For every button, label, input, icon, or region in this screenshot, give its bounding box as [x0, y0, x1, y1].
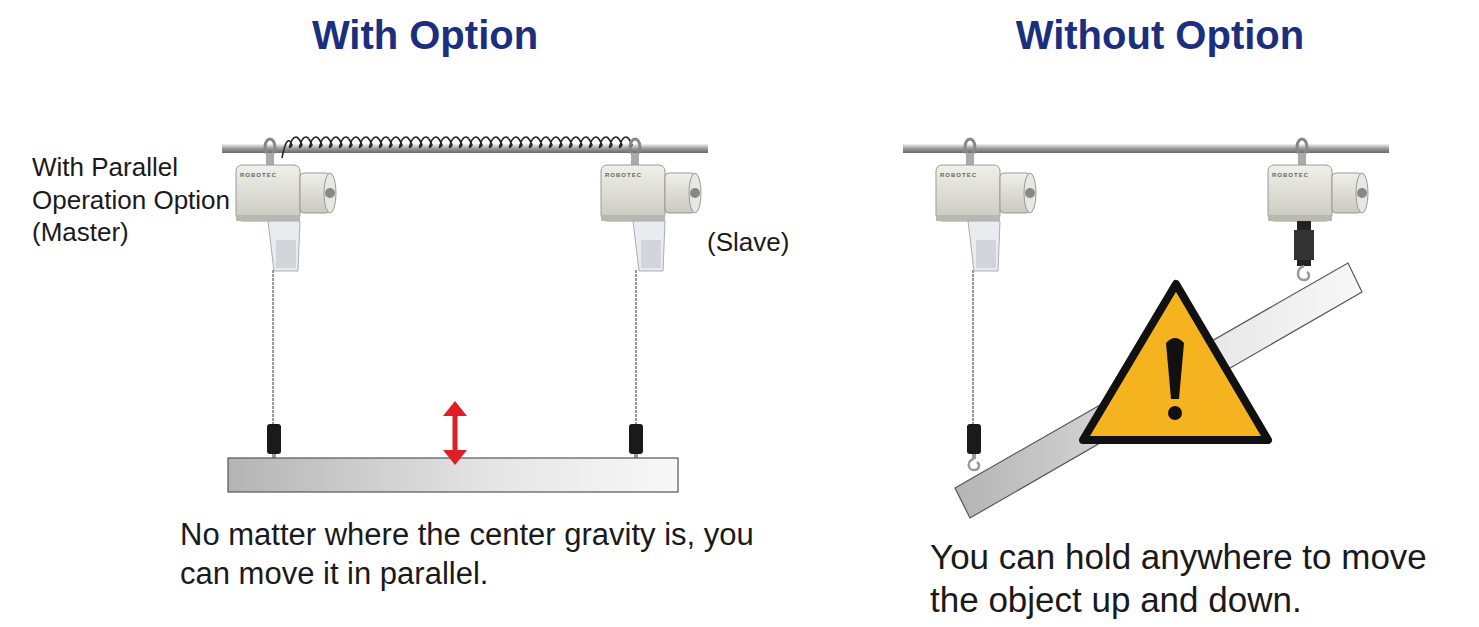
caption-text: You can hold anywhere to move the object…: [930, 535, 1470, 623]
brand-mark: ROBOTEC: [940, 172, 980, 180]
master-label: With Parallel Operation Option (Master): [32, 151, 247, 249]
brand-mark: ROBOTEC: [1272, 172, 1312, 180]
slave-label: (Slave): [707, 226, 827, 259]
brand-mark: ROBOTEC: [605, 172, 645, 180]
panel-heading: Without Option: [960, 10, 1360, 60]
caption-text: No matter where the center gravity is, y…: [180, 516, 780, 594]
panel-heading: With Option: [225, 10, 625, 60]
brand-mark: ROBOTEC: [240, 172, 280, 180]
